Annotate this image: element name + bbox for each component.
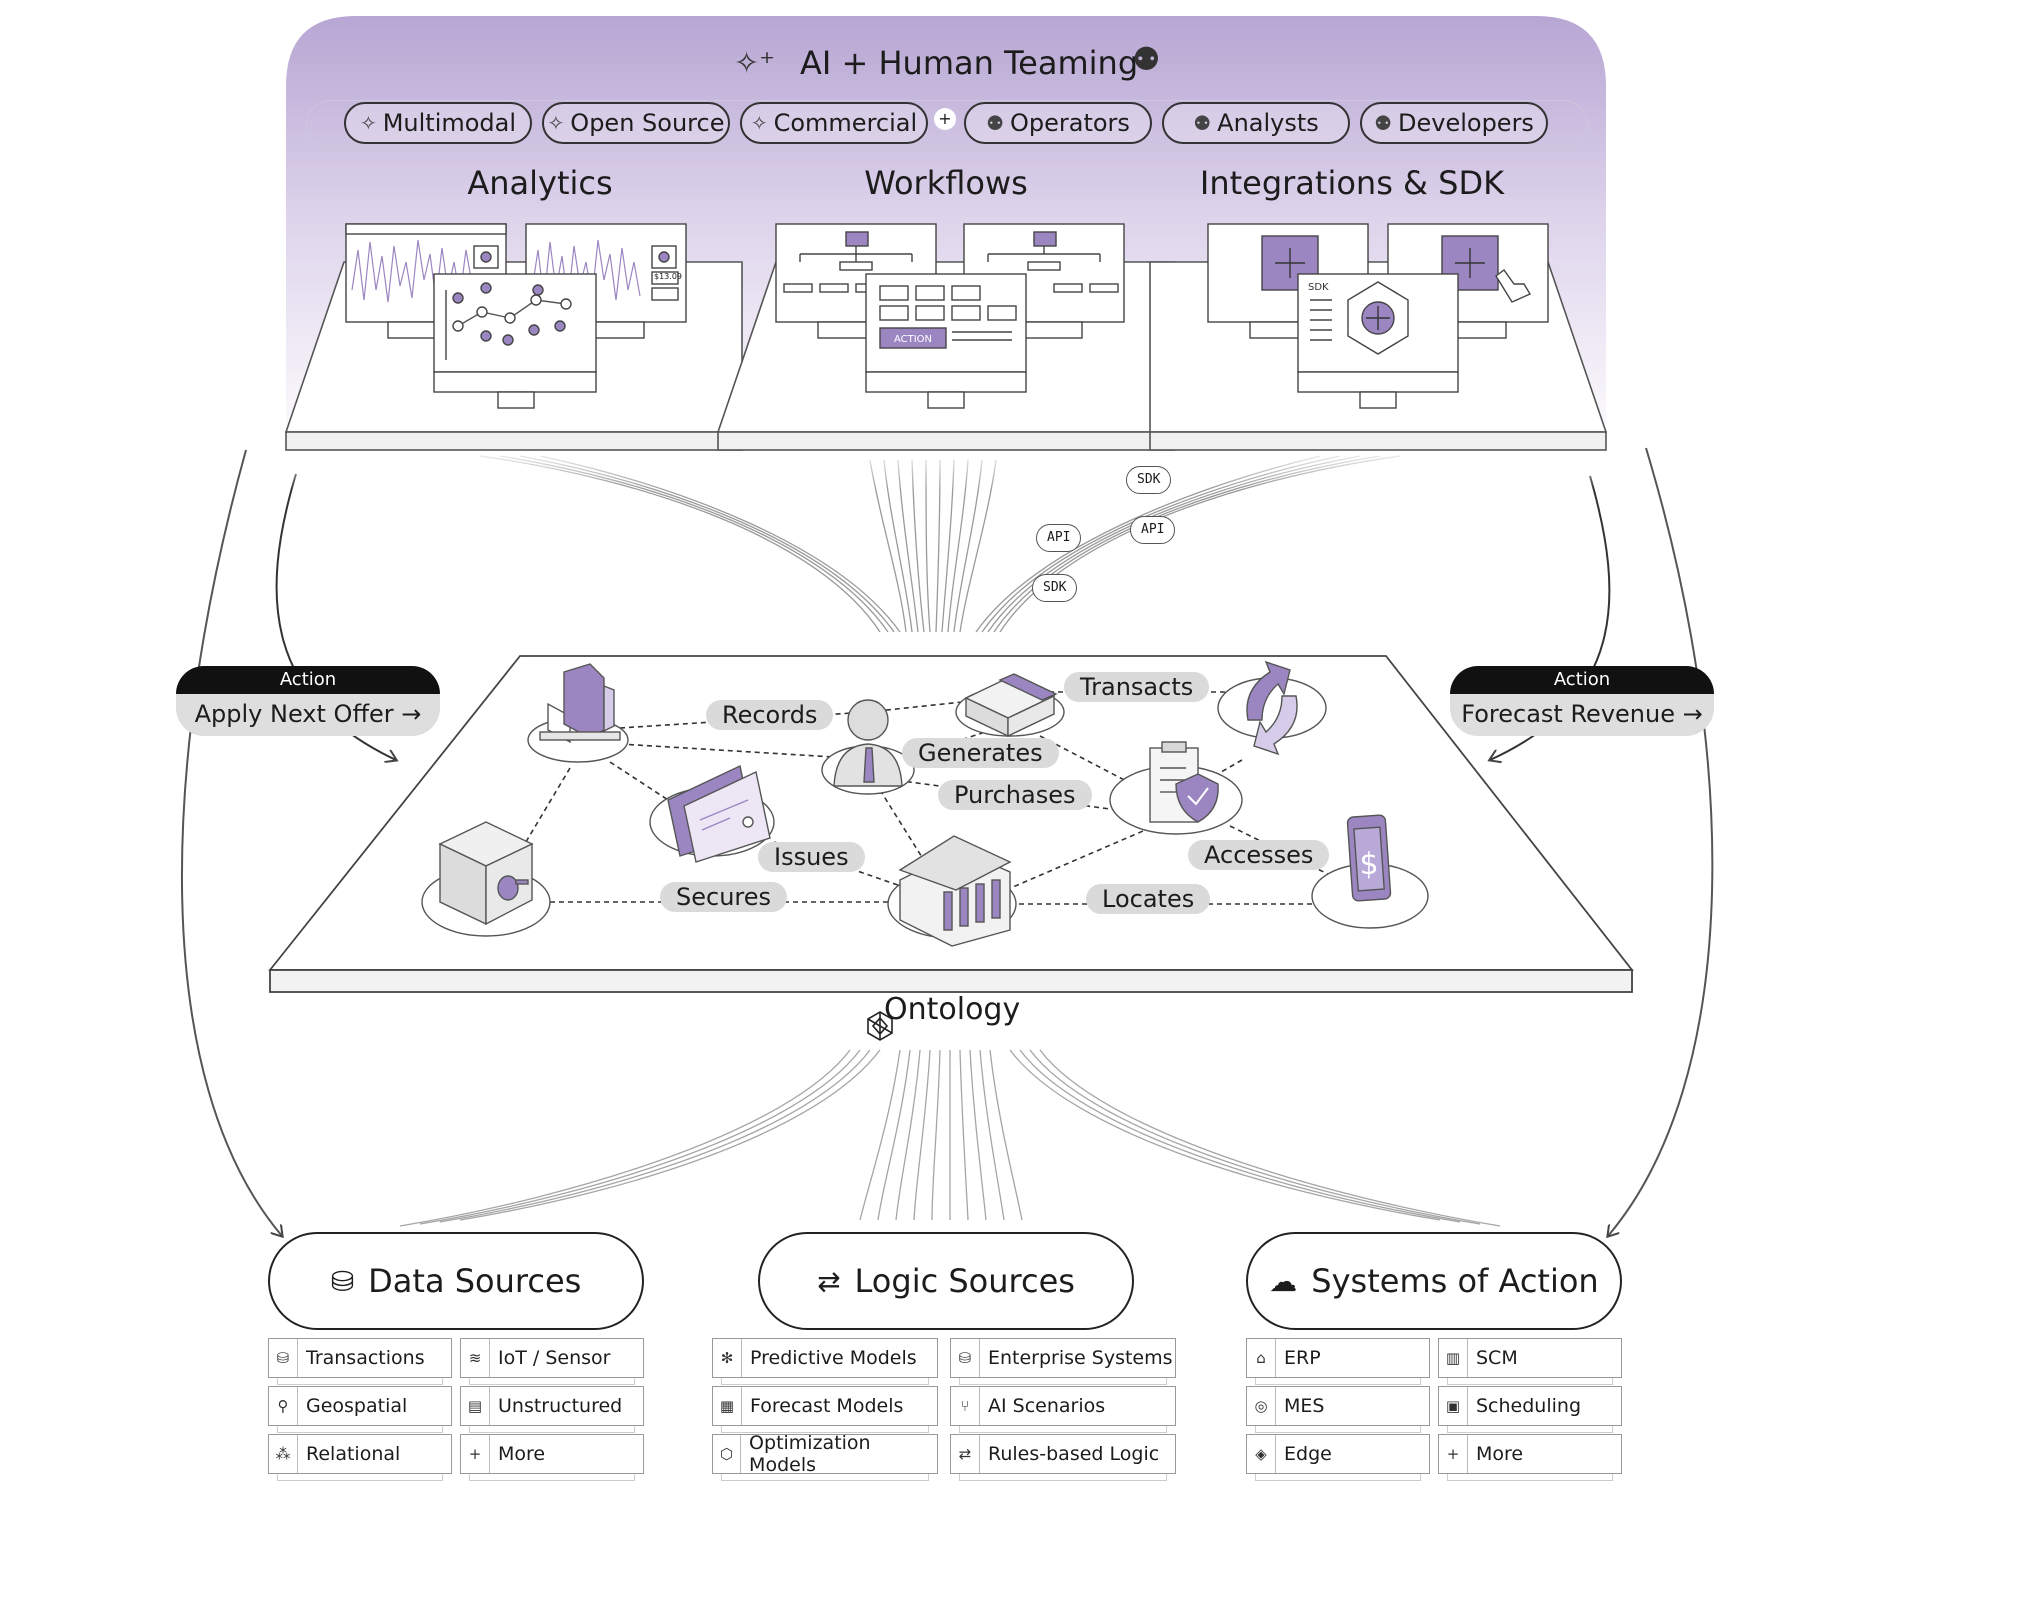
list-item-more-data[interactable]: +More: [460, 1434, 644, 1481]
pin-icon: ⚲: [269, 1387, 298, 1425]
list-item-enterprise-systems[interactable]: ⛁Enterprise Systems: [950, 1338, 1176, 1385]
chips-plus-sign: +: [934, 108, 956, 130]
ontology-nodes: $: [421, 660, 1429, 947]
wave-icon: ≋: [461, 1339, 490, 1377]
chip-commercial[interactable]: ✧Commercial: [740, 102, 928, 144]
sparkle-icon: ✧: [359, 111, 377, 135]
factory-icon: ⌂: [1247, 1339, 1276, 1377]
left-outer-arc: [180, 449, 282, 1236]
list-item-erp[interactable]: ⌂ERP: [1246, 1338, 1430, 1385]
chips-row-track: [306, 100, 1588, 150]
workflows-monitors: [775, 223, 1125, 409]
list-item-optimization-models[interactable]: ⬡Optimization Models: [712, 1432, 938, 1481]
diamond-icon: ◈: [1247, 1435, 1276, 1473]
list-item-geospatial[interactable]: ⚲Geospatial: [268, 1386, 452, 1433]
chip-operators[interactable]: ⚉Operators: [964, 102, 1152, 144]
database-icon: ⛁: [269, 1339, 298, 1377]
list-item-transactions[interactable]: ⛁Transactions: [268, 1338, 452, 1385]
target-icon: ◎: [1247, 1387, 1276, 1425]
ai-teaming-sparkle-icon: ✧⁺: [734, 46, 775, 81]
action-forecast-revenue[interactable]: Action Forecast Revenue →: [1450, 666, 1714, 736]
ai-teaming-title: AI + Human Teaming: [800, 44, 1139, 82]
action-label: Apply Next Offer →: [176, 694, 440, 736]
ontology-logo-icon: [867, 1011, 893, 1041]
relation-secures: Secures: [660, 882, 788, 912]
relation-issues: Issues: [758, 842, 865, 872]
asterisk-icon: ✻: [713, 1339, 742, 1377]
sparkle-icon: ✧: [547, 111, 565, 135]
list-item-mes[interactable]: ◎MES: [1246, 1386, 1430, 1433]
list-item-unstructured[interactable]: ▤Unstructured: [460, 1386, 644, 1433]
list-item-scheduling[interactable]: ▣Scheduling: [1438, 1386, 1622, 1433]
clipboard-icon: ▥: [1439, 1339, 1468, 1377]
calendar-icon: ▣: [1439, 1387, 1468, 1425]
people-icon: ⚉: [1193, 111, 1212, 135]
plus-icon: +: [1439, 1435, 1468, 1473]
list-item-ai-scenarios[interactable]: ⑂AI Scenarios: [950, 1386, 1176, 1433]
logic-sources-header[interactable]: ⇄Logic Sources: [758, 1232, 1134, 1330]
list-item-rules-based-logic[interactable]: ⇄Rules-based Logic: [950, 1434, 1176, 1481]
right-outer-arc: [1608, 447, 1714, 1236]
database-icon: ⛁: [951, 1339, 980, 1377]
connector-api-left: API: [1036, 524, 1082, 552]
systems-of-action-header[interactable]: ☁Systems of Action: [1246, 1232, 1622, 1330]
action-label: Forecast Revenue →: [1450, 694, 1714, 736]
analytics-monitors: [345, 223, 687, 409]
action-tag: Action: [176, 666, 440, 694]
workflows-action-mockup: ACTION: [894, 334, 932, 345]
flow-icon: ⇄: [817, 1264, 841, 1298]
integrations-monitors: [1207, 223, 1549, 409]
plus-icon: +: [461, 1435, 490, 1473]
database-icon: ⛁: [330, 1264, 355, 1298]
list-item-forecast-models[interactable]: ▦Forecast Models: [712, 1386, 938, 1433]
lower-connector-fan: [399, 1049, 1501, 1227]
connector-sdk-bottom: SDK: [1032, 574, 1078, 602]
list-item-more-systems[interactable]: +More: [1438, 1434, 1622, 1481]
connector-api-right: API: [1130, 516, 1176, 544]
ontology-label: Ontology: [884, 992, 1021, 1027]
data-sources-header[interactable]: ⛁Data Sources: [268, 1232, 644, 1330]
grid-icon: ▦: [713, 1387, 742, 1425]
list-item-edge[interactable]: ◈Edge: [1246, 1434, 1430, 1481]
people-icon: ⚉: [1374, 111, 1392, 135]
relation-purchases: Purchases: [938, 780, 1092, 810]
action-apply-next-offer[interactable]: Action Apply Next Offer →: [176, 666, 440, 736]
relation-transacts: Transacts: [1064, 672, 1210, 702]
analytics-value-mockup: $13.09: [654, 272, 682, 281]
column-header-workflows: Workflows: [864, 164, 1028, 202]
relation-locates: Locates: [1086, 884, 1211, 914]
chip-developers[interactable]: ⚉Developers: [1360, 102, 1548, 144]
column-header-integrations: Integrations & SDK: [1199, 164, 1505, 202]
relation-generates: Generates: [902, 738, 1059, 768]
branch-icon: ⑂: [951, 1387, 980, 1425]
chip-open-source[interactable]: ✧Open Source: [542, 102, 730, 144]
list-item-scm[interactable]: ▥SCM: [1438, 1338, 1622, 1385]
column-header-analytics: Analytics: [467, 164, 613, 202]
flow-icon: ⇄: [951, 1435, 980, 1473]
people-icon: ⚉: [986, 111, 1004, 135]
connector-sdk-top: SDK: [1126, 466, 1172, 494]
svg-text:$: $: [1359, 847, 1378, 882]
list-item-predictive-models[interactable]: ✻Predictive Models: [712, 1338, 938, 1385]
chip-analysts[interactable]: ⚉Analysts: [1162, 102, 1350, 144]
sparkle-icon: ✧: [750, 111, 768, 135]
list-item-iot-sensor[interactable]: ≋IoT / Sensor: [460, 1338, 644, 1385]
action-tag: Action: [1450, 666, 1714, 694]
chip-multimodal[interactable]: ✧Multimodal: [344, 102, 532, 144]
cloud-icon: ☁: [1269, 1264, 1298, 1298]
ai-teaming-people-icon: ⚉: [1132, 40, 1161, 78]
relation-accesses: Accesses: [1188, 840, 1330, 870]
document-icon: ▤: [461, 1387, 490, 1425]
relation-records: Records: [706, 700, 834, 730]
integrations-sdk-mockup: SDK: [1308, 282, 1329, 293]
list-item-relational[interactable]: ⁂Relational: [268, 1434, 452, 1481]
nodes-icon: ⁂: [269, 1435, 298, 1473]
hexagon-icon: ⬡: [713, 1435, 742, 1473]
